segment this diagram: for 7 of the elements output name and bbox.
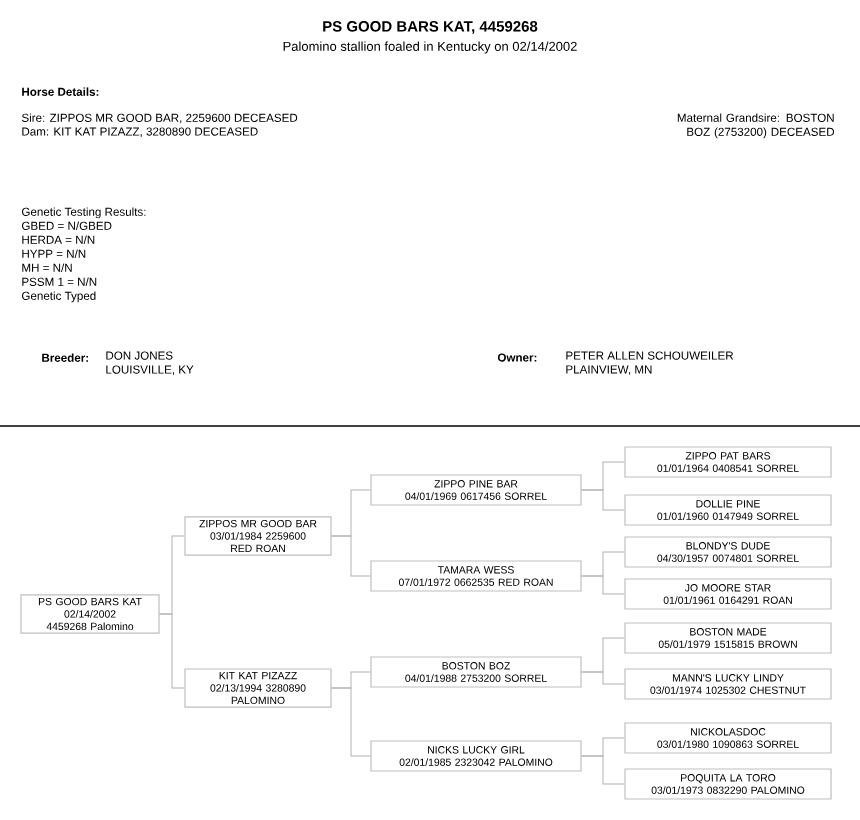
bracket-connector <box>331 535 371 577</box>
bracket-connector <box>581 755 625 785</box>
bracket-connector <box>581 489 625 511</box>
bracket-connector <box>331 687 371 757</box>
bracket-connector <box>581 671 625 685</box>
bracket-connector <box>581 575 625 595</box>
bracket-connector <box>159 613 185 689</box>
